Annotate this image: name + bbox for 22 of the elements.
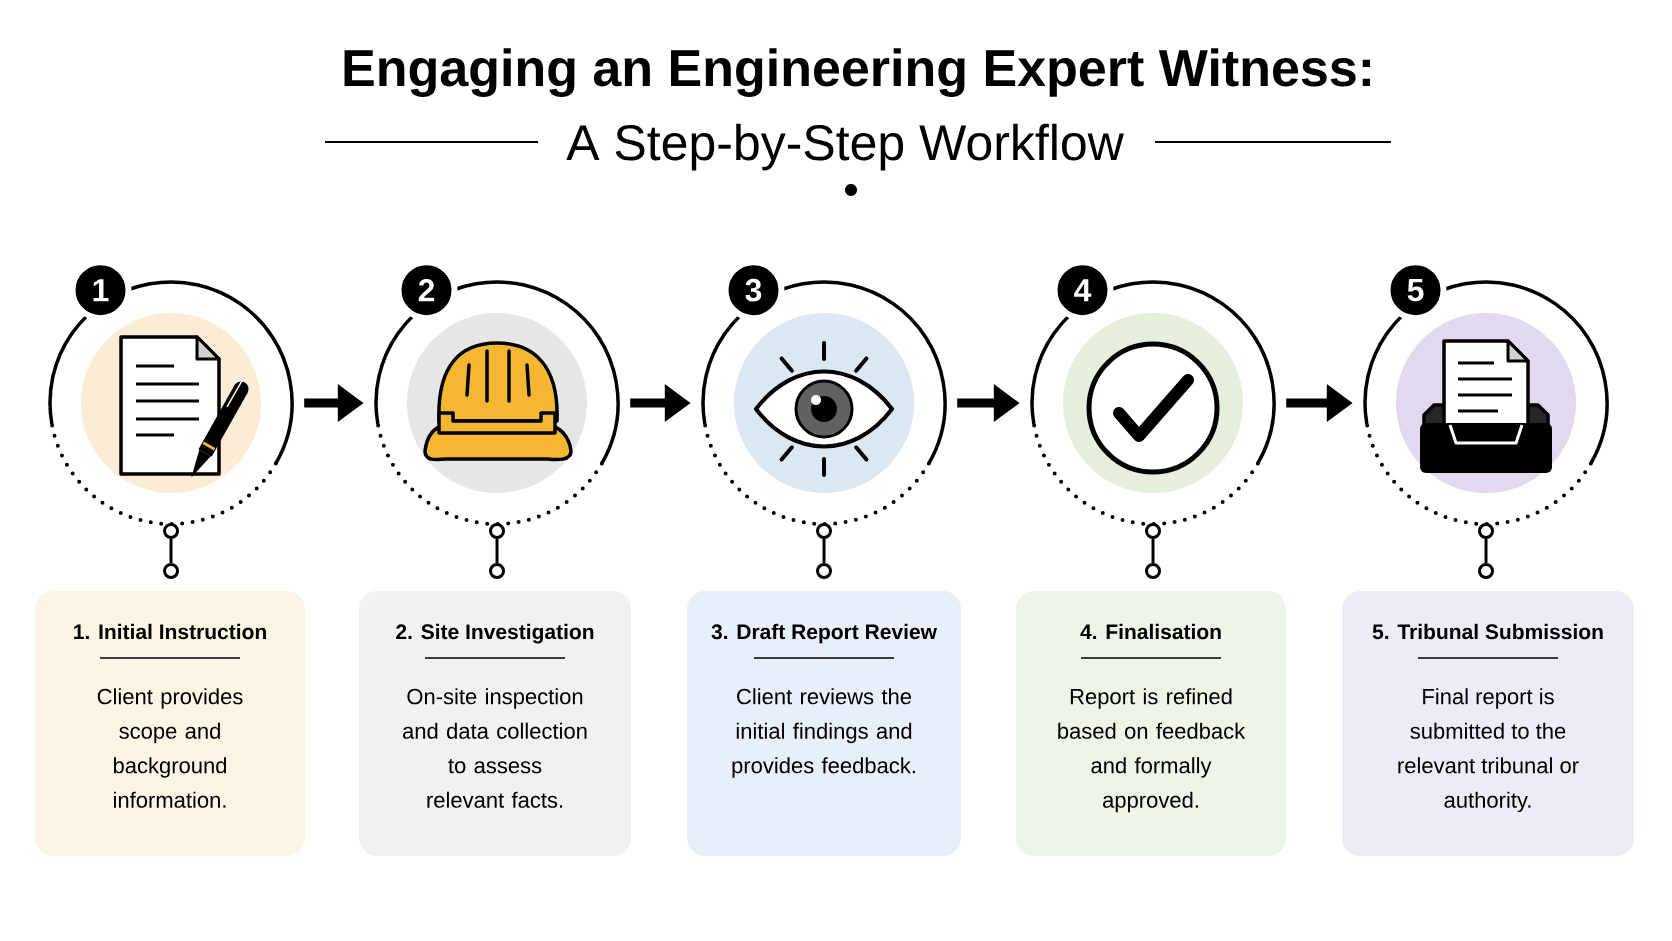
number-badge: 5 xyxy=(1384,259,1447,322)
card-text: Report is refined based on feedback and formally approved. xyxy=(1058,688,1246,813)
card-heading: 2. Site Investigation xyxy=(396,623,594,644)
number-badge: 3 xyxy=(722,259,785,322)
card-text: Client provides scope and background information. xyxy=(97,688,243,808)
connector-line xyxy=(822,539,826,563)
number-badge: 4 xyxy=(1051,259,1114,322)
card-heading: 5. Tribunal Submission xyxy=(1372,623,1603,640)
card-heading: 3. Draft Report Review xyxy=(711,623,937,644)
connector-line xyxy=(1151,539,1155,563)
card-text: Final report is submitted to the relevant tribunal or authority. xyxy=(1398,688,1579,813)
card-heading: 1. Initial Instruction xyxy=(74,623,266,640)
title: Engaging an Engineering Expert Witness: xyxy=(344,48,1370,97)
number-badge: 1 xyxy=(69,259,132,322)
connector-line xyxy=(1484,539,1488,563)
connector-line xyxy=(169,539,173,563)
number-badge: 2 xyxy=(395,259,458,322)
subtitle: A Step-by-Step Workflow xyxy=(566,123,1124,171)
connector-line xyxy=(495,539,499,563)
card-heading: 4. Finalisation xyxy=(1080,623,1221,640)
card-text: Client reviews the initial findings and provides feedback. xyxy=(732,688,915,778)
card-text: On-site inspection and data collection to assess relevant facts. xyxy=(403,688,587,808)
